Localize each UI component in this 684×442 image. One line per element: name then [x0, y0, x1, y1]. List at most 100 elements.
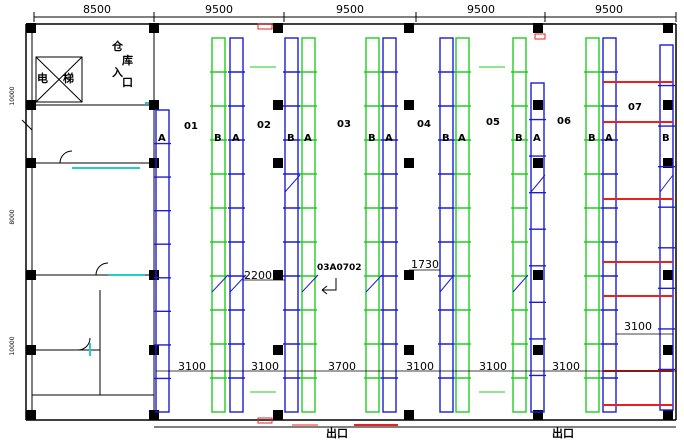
top-dim-4: 9500: [467, 3, 495, 16]
aisle-width-2: 3100: [251, 360, 279, 373]
building-structure: [21, 23, 677, 428]
structural-column: [26, 345, 36, 355]
structural-column: [149, 158, 159, 168]
rack-frame: [455, 37, 470, 413]
rack-brace: [284, 174, 301, 193]
rack-frame: [602, 37, 617, 413]
rack-mark-a: A: [304, 133, 312, 144]
warehouse-entrance-char-4: 口: [122, 76, 133, 89]
left-dim-1: 10000: [9, 86, 16, 105]
zone-03: 03: [337, 119, 351, 130]
rack-frame: [211, 37, 226, 413]
rack-frame: [659, 44, 674, 411]
structural-column: [663, 158, 673, 168]
rack-brace: [301, 274, 319, 293]
rack-mark-a: A: [458, 133, 466, 144]
rack-brace: [439, 274, 455, 293]
rack-mark-b: B: [214, 133, 222, 144]
structural-column: [149, 100, 159, 110]
rack-frame: [155, 109, 170, 413]
structural-column: [273, 100, 283, 110]
gap-3100-right: 3100: [624, 320, 652, 333]
rack-brace: [211, 274, 229, 293]
aisle-width-3: 3700: [328, 360, 356, 373]
structural-column: [404, 270, 414, 280]
rack-frame: [585, 37, 600, 413]
rack-column: [228, 37, 245, 413]
structural-column: [149, 345, 159, 355]
rack-mark-b: B: [442, 133, 450, 144]
elevator-char-1: 电: [37, 71, 48, 85]
structural-column: [663, 270, 673, 280]
structural-column: [273, 23, 283, 33]
exit-label-2: 出口: [552, 426, 574, 440]
red-marker: [257, 23, 273, 30]
rack-mark-a: A: [533, 133, 541, 144]
rack-column: [300, 37, 317, 413]
top-dim-5: 9500: [595, 3, 623, 16]
rack-brace: [530, 174, 546, 193]
top-dim-3: 9500: [336, 3, 364, 16]
rack-brace: [659, 174, 674, 193]
structural-column: [273, 345, 283, 355]
rack-mark-b: B: [588, 133, 596, 144]
structural-column: [663, 100, 673, 110]
rack-frame: [301, 37, 316, 413]
rack-frame: [512, 37, 527, 413]
aisle-width-4: 3100: [406, 360, 434, 373]
rack-rows: [154, 23, 676, 426]
aisle-width-1: 3100: [178, 360, 206, 373]
structural-column: [404, 100, 414, 110]
rack-mark-a: A: [385, 133, 393, 144]
elevator-cross: [35, 56, 83, 103]
rack-frame: [229, 37, 244, 413]
rack-frame: [284, 37, 299, 413]
top-dimension-line: [33, 12, 677, 22]
structural-column: [663, 23, 673, 33]
door-swing: [59, 150, 73, 164]
rack-mark-a: A: [232, 133, 240, 144]
rack-mark-b: B: [287, 133, 295, 144]
rack-column: [381, 37, 398, 413]
elevator-box: [35, 56, 83, 103]
red-marker: [534, 33, 546, 40]
rack-mark-b: B: [368, 133, 376, 144]
rack-brace: [229, 274, 247, 293]
door-swing: [95, 262, 109, 276]
zone-05: 05: [486, 117, 500, 128]
left-dim-2: 8000: [9, 209, 16, 224]
rack-frame: [382, 37, 397, 413]
structural-column: [404, 345, 414, 355]
aisle-width-5: 3100: [479, 360, 507, 373]
left-dim-3: 10000: [9, 336, 16, 355]
structural-column: [26, 158, 36, 168]
structural-column: [26, 410, 36, 420]
rack-mark-b: B: [515, 133, 523, 144]
zone-02: 02: [257, 120, 271, 131]
structural-column: [273, 270, 283, 280]
rack-mark-b: B: [662, 133, 670, 144]
door-swing: [77, 337, 91, 351]
door-swing: [21, 119, 33, 131]
rack-mark-a: A: [158, 133, 166, 144]
rack-column: [154, 109, 171, 413]
zone-06: 06: [557, 116, 571, 127]
structural-column: [533, 158, 543, 168]
structural-column: [404, 158, 414, 168]
structural-column: [533, 100, 543, 110]
structural-column: [663, 345, 673, 355]
structural-column: [533, 23, 543, 33]
rack-brace: [365, 274, 383, 293]
top-dim-2: 9500: [205, 3, 233, 16]
zone-07: 07: [628, 102, 642, 113]
rack-column: [529, 82, 546, 413]
rack-column: [438, 37, 455, 413]
structural-column: [663, 410, 673, 420]
structural-column: [533, 410, 543, 420]
structural-column: [26, 100, 36, 110]
structural-column: [533, 270, 543, 280]
location-arrow-head: [321, 285, 328, 295]
warehouse-entrance-char-3: 入: [112, 66, 123, 79]
